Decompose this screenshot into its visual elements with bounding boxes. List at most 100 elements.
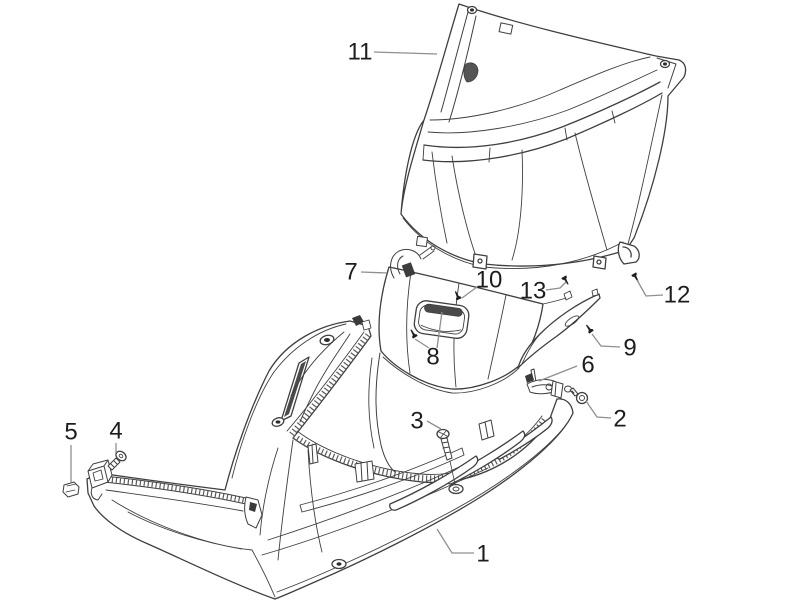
left-floor-arcs — [112, 500, 275, 597]
rear-cover-prong-clip — [464, 63, 478, 82]
rear-cover — [401, 4, 686, 269]
rear-cover-bottom-tab-left-hole — [478, 259, 482, 263]
rear-cover-lower-creases — [432, 95, 662, 262]
grommet-and-screw — [565, 386, 588, 404]
callout-8-leader — [414, 338, 430, 349]
floor-fixing-screw — [437, 430, 455, 485]
screw4-shank — [108, 458, 120, 470]
screw3-axis-line — [450, 461, 455, 484]
bracket-hook — [391, 249, 421, 278]
callout-10-leader — [461, 286, 478, 299]
rear-cover-top-tab — [499, 23, 513, 34]
rear-cover-screw-hole-right-center — [663, 62, 667, 66]
callout-12-leader — [636, 279, 664, 297]
front-clip — [63, 482, 79, 497]
handle-recess-shading — [421, 324, 461, 333]
tunnel-face-inner — [369, 358, 374, 448]
tunnel-face-edge — [376, 353, 395, 472]
pin-9 — [584, 323, 594, 334]
saddle-latch — [525, 369, 563, 398]
central-cover-bracket-cluster — [391, 236, 435, 278]
rail-clip-1 — [308, 444, 318, 464]
screw3-shank — [441, 438, 452, 460]
side-trim-inner-line — [522, 334, 540, 364]
rear-cover-upper-creases — [428, 57, 657, 133]
callout-9-label: 9 — [623, 335, 636, 362]
central-cover — [379, 236, 543, 393]
screw4-head — [114, 449, 128, 462]
callout-7-leader — [360, 271, 388, 274]
callout-8-leader — [436, 311, 443, 349]
front-bracket-hook — [91, 488, 102, 500]
callout-7-label: 7 — [344, 259, 357, 286]
front-clip-lines — [66, 484, 76, 492]
callout-10-label: 10 — [476, 267, 503, 294]
rail-clip-2 — [355, 461, 374, 482]
callout-4-label: 4 — [109, 418, 122, 445]
callout-8-label: 8 — [426, 344, 439, 371]
grommet-inner — [580, 396, 585, 401]
rear-cover-bottom-tab-mid — [593, 256, 606, 269]
bracket-wire-end — [431, 246, 435, 250]
rear-cover-band-bottom — [423, 93, 662, 162]
callout-5-label: 5 — [64, 419, 77, 446]
left-rail-end-clip-dark — [249, 502, 257, 512]
arm-tip-clip — [362, 320, 371, 330]
rail-clip-3 — [479, 420, 494, 440]
screw3-head-slot — [439, 431, 447, 437]
central-cover-bottom-double-edge — [383, 357, 519, 393]
arm-hole-low-center — [275, 420, 281, 424]
rear-cover-screw-hole-left-center — [470, 8, 474, 12]
callout-2-leader — [585, 400, 612, 419]
callout-1-leader — [436, 528, 474, 554]
left-rail-borders — [104, 476, 246, 511]
latch-clip-dark — [525, 373, 534, 383]
front-bracket-window — [93, 470, 103, 481]
rear-cover-band-top — [424, 82, 660, 147]
rear-cover-prong-inner-edge — [441, 12, 476, 122]
rear-cover-corner-bracket — [618, 242, 639, 264]
rear-cover-band-ticks — [423, 111, 615, 162]
grommet-outer — [577, 393, 588, 404]
arm-tip-clip-dark — [352, 315, 364, 326]
floor-hole-screw3-inner — [453, 487, 459, 491]
arm-rail-hatch — [291, 335, 368, 435]
side-trim-slot — [564, 314, 581, 328]
side-trim — [518, 289, 600, 368]
callout-9-leader — [591, 333, 621, 348]
callout-12-label: 12 — [664, 282, 691, 309]
side-trim-outline — [518, 294, 600, 368]
latch-bracket — [551, 381, 563, 398]
bracket-wires — [420, 247, 434, 259]
floor-ridge — [300, 448, 464, 512]
bracket-top-clip — [416, 236, 427, 246]
screw4-head-center — [119, 454, 124, 459]
callout-2-label: 2 — [613, 406, 626, 433]
footboard — [87, 315, 573, 599]
floor-sweep-lines — [262, 425, 566, 592]
rear-cover-right-corner — [657, 58, 676, 88]
rear-cover-bottom-tab-mid-hole — [597, 260, 601, 264]
callout-11-label: 11 — [348, 39, 373, 66]
floor-slot-3 — [390, 456, 478, 510]
pin-13 — [561, 275, 571, 286]
left-rail-hatch — [104, 479, 247, 501]
rear-cover-bottom-tab-left — [473, 254, 487, 269]
callout-3-label: 3 — [410, 408, 423, 435]
arm-curves — [291, 332, 350, 422]
footboard-outline — [87, 321, 573, 599]
front-clip-body — [63, 482, 79, 497]
callout-13-leader — [545, 281, 567, 291]
arm-inner-edge — [232, 324, 346, 478]
callout-11-leader — [373, 51, 438, 55]
arm-hole-center — [324, 338, 330, 342]
pin-12 — [631, 272, 641, 283]
front-bracket-screw — [108, 449, 128, 470]
callout-6-label: 6 — [581, 352, 594, 379]
spine-fan-creases — [260, 440, 322, 560]
floor-hole-screw3 — [449, 485, 463, 494]
bracket-dark-clip — [402, 263, 415, 277]
